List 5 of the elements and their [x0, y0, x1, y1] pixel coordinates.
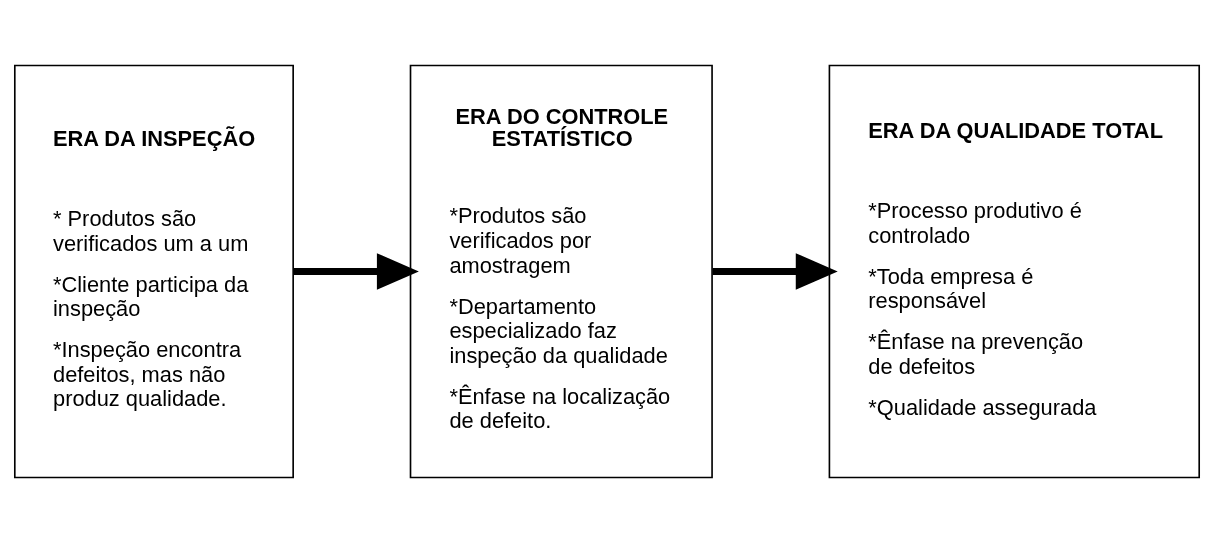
node-box: ERA DO CONTROLE ESTATÍSTICO *Produtos são verificados por amostragem *Departamento especializado faz inspeção da qualidade *Ênfase na localização de defeito. — [409, 64, 713, 479]
node-box: ERA DA QUALIDADE TOTAL *Processo produtivo é controlado *Toda empresa é responsável *Ênfase na prevenção de defeitos *Qualidade assegurada — [828, 64, 1200, 479]
arrow — [712, 253, 838, 290]
arrow — [293, 253, 419, 290]
node-box: ERA DA INSPEÇÃO * Produtos são verificados um a um *Cliente participa da inspeção *Inspeção encontra defeitos, mas não produz qualidade. — [14, 64, 294, 479]
